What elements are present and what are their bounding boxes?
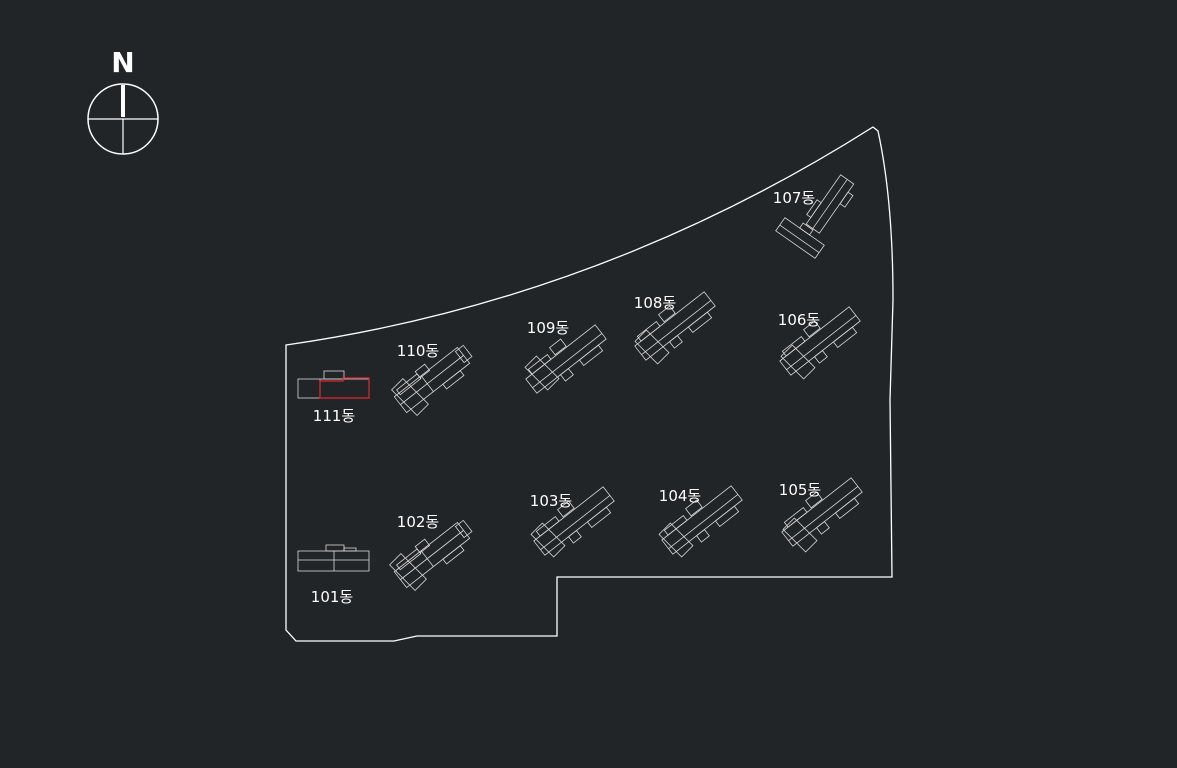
building-label-111: 111동 bbox=[313, 407, 356, 425]
building-104[interactable]: 104동 bbox=[655, 477, 748, 561]
building-label-103: 103동 bbox=[530, 492, 573, 510]
site-boundary bbox=[285, 126, 894, 642]
building-label-110: 110동 bbox=[397, 342, 440, 360]
building-109[interactable]: 109동 bbox=[519, 316, 612, 400]
building-103[interactable]: 103동 bbox=[527, 478, 620, 562]
building-105[interactable]: 105동 bbox=[775, 469, 868, 553]
building-110[interactable]: 110동 bbox=[389, 337, 479, 418]
building-108[interactable]: 108동 bbox=[628, 283, 721, 367]
building-label-104: 104동 bbox=[659, 487, 702, 505]
building-label-102: 102동 bbox=[397, 513, 440, 531]
building-label-109: 109동 bbox=[527, 319, 570, 337]
building-label-105: 105동 bbox=[779, 481, 822, 499]
building-label-101: 101동 bbox=[311, 588, 354, 606]
building-label-106: 106동 bbox=[778, 311, 821, 329]
building-101[interactable]: 101동 bbox=[297, 544, 370, 606]
building-111[interactable]: 111동 bbox=[297, 370, 370, 425]
building-106[interactable]: 106동 bbox=[773, 298, 866, 382]
compass: N bbox=[87, 46, 159, 155]
building-107[interactable]: 107동 bbox=[773, 172, 859, 259]
building-label-108: 108동 bbox=[634, 294, 677, 312]
building-label-107: 107동 bbox=[773, 189, 816, 207]
north-needle-icon bbox=[121, 85, 125, 117]
compass-north-label: N bbox=[111, 46, 134, 79]
building-102[interactable]: 102동 bbox=[389, 512, 479, 593]
